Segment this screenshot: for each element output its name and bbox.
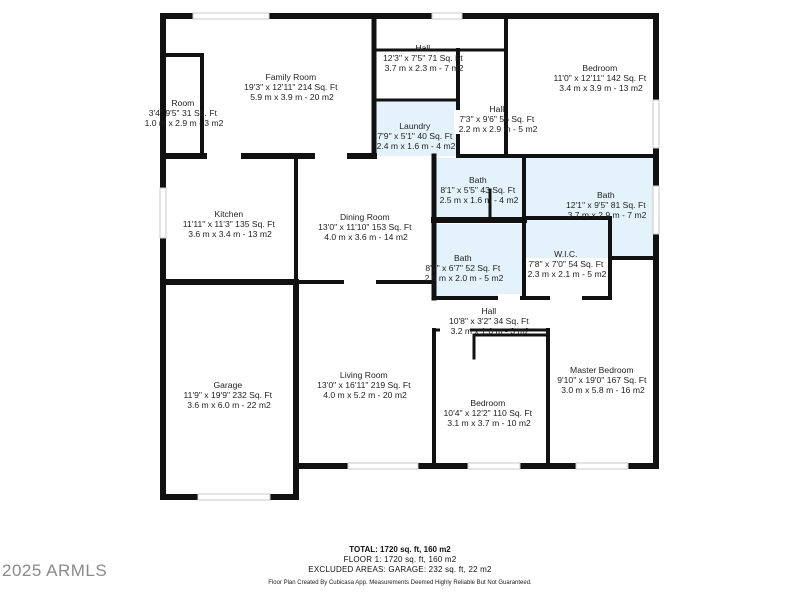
window-garage [197, 493, 271, 501]
label-garage: Garage 11'9" x 19'9" 232 Sq. Ft 3.6 m x … [184, 380, 275, 410]
label-bath-a: Bath 8'1" x 5'5" 43 Sq. Ft 2.5 m x 1.6 m… [440, 175, 519, 205]
label-bedroom-ne: Bedroom 11'0" x 12'11" 142 Sq. Ft 3.4 m … [553, 63, 648, 93]
window-family [192, 12, 270, 20]
window-living [347, 462, 419, 470]
window-hall-top [431, 12, 463, 20]
label-room: Room 3'4" 9'5" 31 Sq. Ft 1.0 m x 2.9 m -… [145, 98, 224, 128]
laundry-fill [374, 100, 458, 156]
door-openings [207, 110, 582, 334]
label-master: Master Bedroom 9'10" x 19'0" 167 Sq. Ft … [557, 365, 649, 395]
door-master [550, 294, 582, 302]
label-hall-top: Hall 12'3" x 7'5" 71 Sq. Ft 3.7 m x 2.3 … [383, 43, 465, 73]
door-laundry [454, 110, 462, 134]
label-hall-mid: Hall 7'3" x 9'6" 56 Sq. Ft 2.2 m x 2.9 m… [459, 104, 538, 134]
label-bedroom-s: Bedroom 10'4" x 12'2" 110 Sq. Ft 3.1 m x… [444, 398, 535, 428]
window-bedroom-ne [652, 99, 660, 149]
window-bath-b [652, 185, 660, 235]
bath-a-fill [436, 158, 524, 218]
label-laundry: Laundry 7'9" x 5'1" 40 Sq. Ft 2.4 m x 1.… [377, 121, 456, 151]
label-wic: W.I.C. 7'8" x 7'0" 54 Sq. Ft 2.3 m x 2.1… [528, 249, 607, 279]
window-kitchen [159, 187, 167, 239]
label-hall-low: Hall 10'8" x 3'2" 34 Sq. Ft 3.2 m x 1.0 … [449, 306, 531, 336]
door-kitchen-family [207, 152, 241, 160]
door-bath-c [498, 294, 520, 302]
windows [159, 12, 660, 501]
window-bedroom-s [467, 462, 521, 470]
bath-b-fill [526, 158, 656, 258]
label-dining: Dining Room 13'0" x 11'10" 153 Sq. Ft 4.… [318, 212, 414, 242]
label-bath-c: Bath 8'1" x 6'7" 52 Sq. Ft 2.5 m x 2.0 m… [425, 253, 504, 283]
wet-room-fills [374, 100, 656, 298]
summary-floor: FLOOR 1: 1720 sq. ft, 160 m2 [343, 555, 457, 564]
label-living: Living Room 13'0" x 16'11" 219 Sq. Ft 4.… [317, 370, 413, 400]
bath-c-fill [436, 224, 524, 298]
room-labels: Family Room 19'3" x 12'11" 214 Sq. Ft 5.… [145, 43, 649, 428]
door-dining-family [315, 152, 347, 160]
summary-excluded: EXCLUDED AREAS: GARAGE: 232 sq. ft, 22 m… [308, 565, 492, 574]
label-family: Family Room 19'3" x 12'11" 214 Sq. Ft 5.… [244, 72, 340, 102]
watermark: 2025 ARMLS [2, 561, 108, 580]
summary-total: TOTAL: 1720 sq. ft, 160 m2 [349, 545, 451, 554]
area-summary: TOTAL: 1720 sq. ft, 160 m2 FLOOR 1: 1720… [0, 545, 800, 575]
window-master [575, 462, 629, 470]
door-bedroom-s [440, 326, 470, 334]
label-kitchen: Kitchen 11'11" x 11'3" 135 Sq. Ft 3.6 m … [183, 209, 277, 239]
door-dining-living [344, 278, 376, 286]
label-bath-b: Bath 12'1" x 9'5" 81 Sq. Ft 3.7 m x 2.9 … [566, 190, 648, 220]
disclaimer: Floor Plan Created By Cubicasa App. Meas… [268, 580, 532, 586]
